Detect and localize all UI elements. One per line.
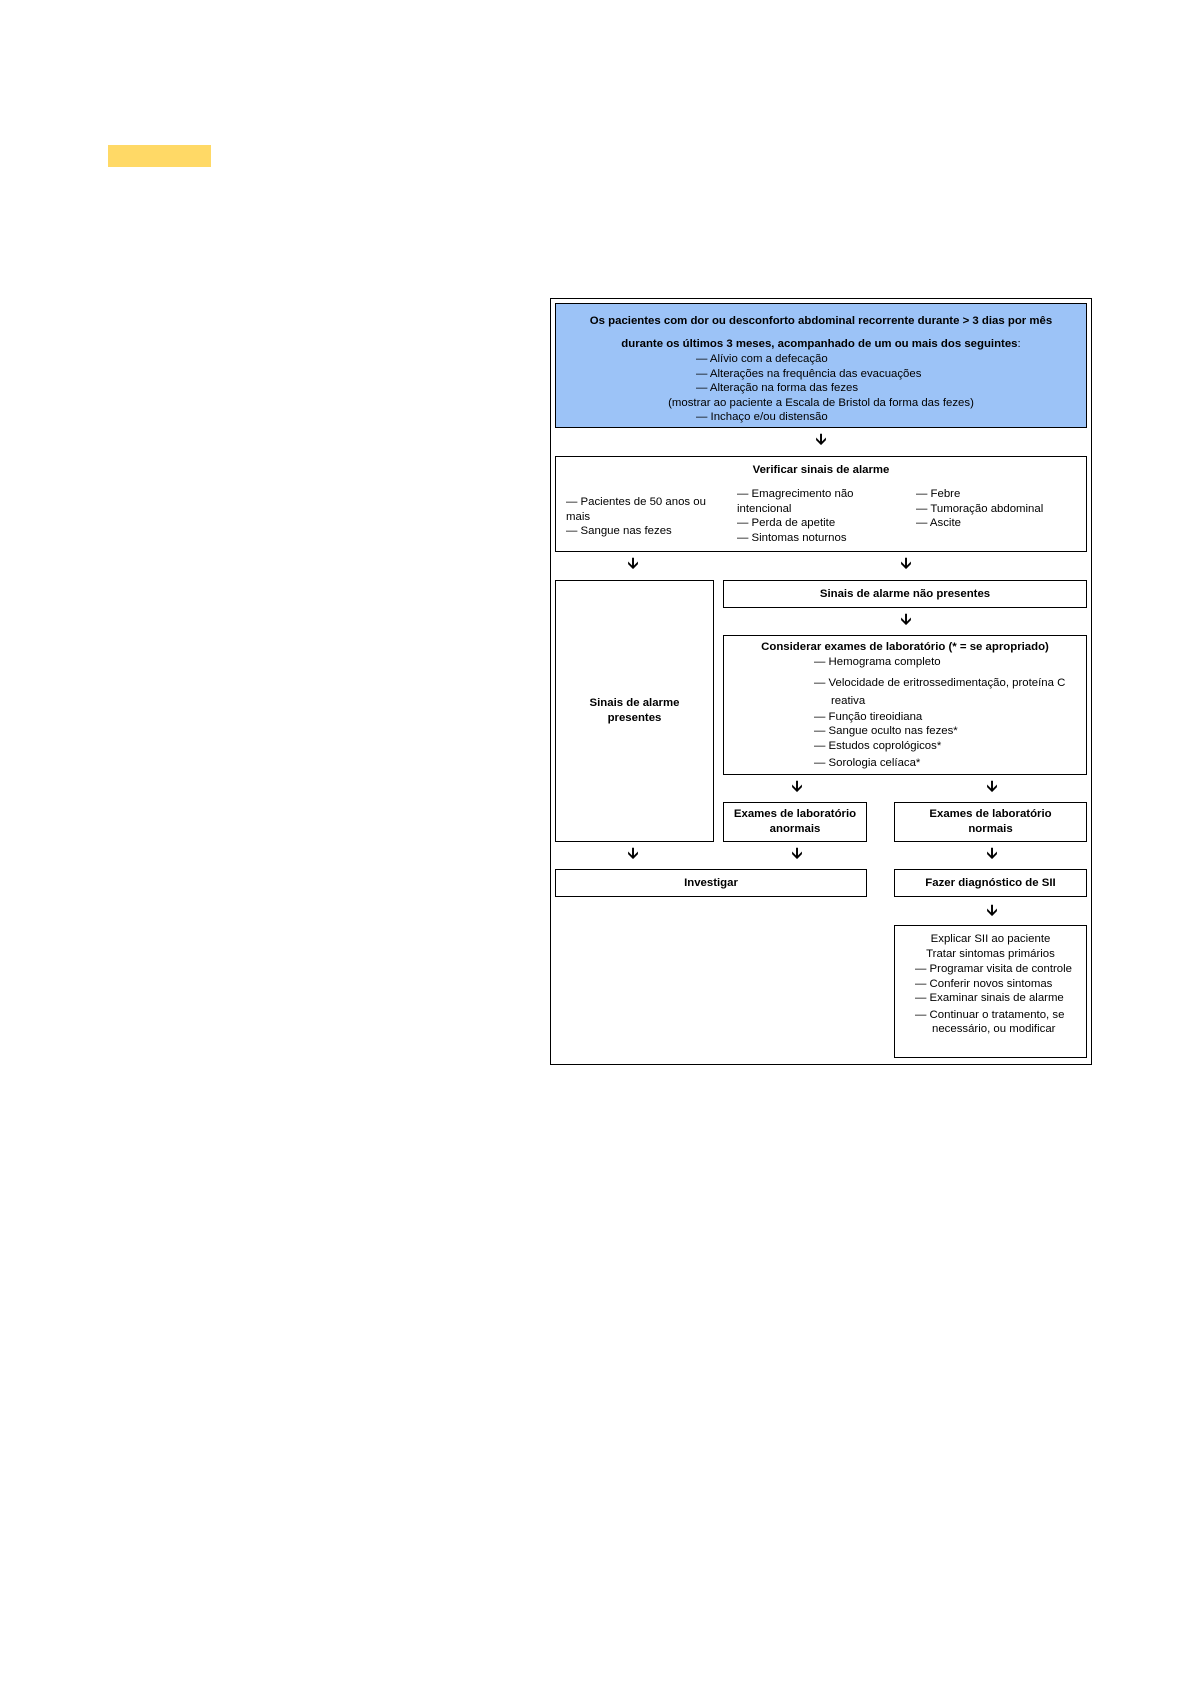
investigate-box: Investigar xyxy=(555,869,867,897)
arrow-down-icon: 🡫 xyxy=(986,778,998,795)
alarm-absent-label: Sinais de alarme não presentes xyxy=(819,587,991,600)
alarm-item: — Emagrecimento não intencional xyxy=(737,488,854,515)
management-item: — Continuar o tratamento, se necessário,… xyxy=(915,1008,1065,1036)
arrow-down-icon: 🡫 xyxy=(815,431,827,448)
criteria-item: — Inchaço e/ou distensão xyxy=(696,411,828,424)
arrow-down-icon: 🡫 xyxy=(627,555,639,572)
flowchart-frame xyxy=(550,298,1092,1065)
inclusion-criteria-box: Os pacientes com dor ou desconforto abdo… xyxy=(555,303,1087,428)
alarm-check-box: Verificar sinais de alarme — Pacientes d… xyxy=(555,456,1087,552)
arrow-down-icon: 🡫 xyxy=(900,611,912,628)
labs-title: Considerar exames de laboratório (* = se… xyxy=(761,641,1049,653)
labs-normal-label: Exames de laboratório normais xyxy=(929,808,1052,835)
criteria-title-line2: durante os últimos 3 meses, acompanhado … xyxy=(621,338,1021,350)
alarm-item: — Ascite xyxy=(916,517,961,530)
diagnosis-box: Fazer diagnóstico de SII xyxy=(894,869,1087,897)
criteria-item: — Alteração na forma das fezes xyxy=(696,382,859,395)
investigate-label: Investigar xyxy=(684,876,738,889)
labs-abnormal-label: Exames de laboratório anormais xyxy=(733,808,857,835)
alarm-item: — Pacientes de 50 anos ou mais xyxy=(566,496,706,523)
alarm-item: — Perda de apetite xyxy=(737,517,836,530)
alarm-absent-box: Sinais de alarme não presentes xyxy=(723,580,1087,608)
highlight-tag xyxy=(108,145,211,167)
management-item: — Conferir novos sintomas xyxy=(915,977,1053,990)
arrow-down-icon: 🡫 xyxy=(791,845,803,862)
alarm-item: — Febre xyxy=(916,488,961,500)
arrow-down-icon: 🡫 xyxy=(791,778,803,795)
lab-item: — Estudos coprológicos* xyxy=(814,739,942,752)
alarm-item: — Sangue nas fezes xyxy=(566,525,672,538)
arrow-down-icon: 🡫 xyxy=(986,845,998,862)
arrow-down-icon: 🡫 xyxy=(986,902,998,919)
management-line1: Explicar SII ao paciente xyxy=(930,933,1051,945)
alarm-present-label: Sinais de alarme presentes xyxy=(589,697,680,724)
management-box: Explicar SII ao paciente Tratar sintomas… xyxy=(894,925,1087,1058)
alarm-item: — Sintomas noturnos xyxy=(737,531,847,544)
labs-abnormal-box: Exames de laboratório anormais xyxy=(723,802,867,842)
lab-item: — Função tireoidiana xyxy=(814,710,923,723)
labs-box: Considerar exames de laboratório (* = se… xyxy=(723,635,1087,775)
lab-item: — Sorologia celíaca* xyxy=(814,757,921,770)
diagnosis-label: Fazer diagnóstico de SII xyxy=(925,876,1056,889)
lab-item: — Hemograma completo xyxy=(814,656,941,668)
criteria-note: (mostrar ao paciente a Escala de Bristol… xyxy=(668,396,974,409)
alarm-present-box: Sinais de alarme presentes xyxy=(555,580,714,842)
arrow-down-icon: 🡫 xyxy=(627,845,639,862)
alarm-item: — Tumoração abdominal xyxy=(916,502,1044,515)
labs-normal-box: Exames de laboratório normais xyxy=(894,802,1087,842)
management-line2: Tratar sintomas primários xyxy=(926,947,1055,960)
criteria-item: — Alterações na frequência das evacuaçõe… xyxy=(696,367,922,380)
alarm-check-title: Verificar sinais de alarme xyxy=(752,464,890,476)
lab-item: — Velocidade de eritrossedimentação, pro… xyxy=(814,676,1066,707)
management-item: — Examinar sinais de alarme xyxy=(915,992,1064,1005)
criteria-title-line1: Os pacientes com dor ou desconforto abdo… xyxy=(589,315,1053,327)
arrow-down-icon: 🡫 xyxy=(900,555,912,572)
criteria-item: — Alívio com a defecação xyxy=(696,353,828,365)
management-item: — Programar visita de controle xyxy=(915,963,1072,975)
lab-item: — Sangue oculto nas fezes* xyxy=(814,725,958,738)
